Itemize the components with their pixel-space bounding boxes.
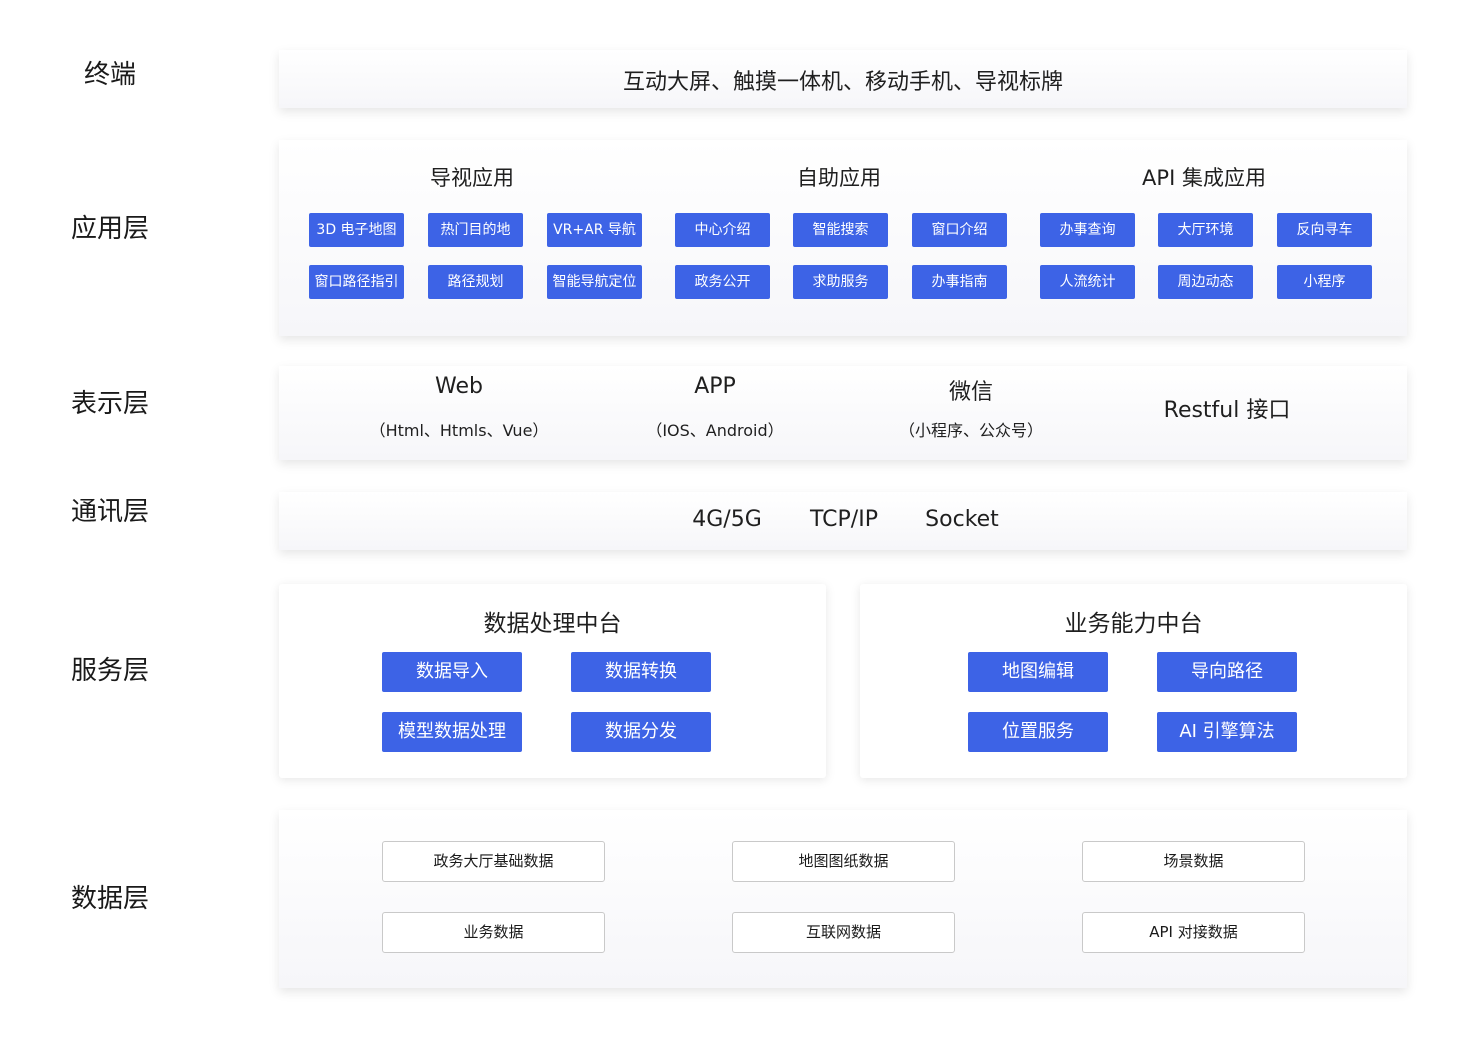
data-item-map-drawing[interactable]: 地图图纸数据 xyxy=(732,841,955,882)
service-btn-map-edit[interactable]: 地图编辑 xyxy=(968,652,1108,692)
comm-tcpip: TCP/IP xyxy=(810,507,878,532)
data-item-business[interactable]: 业务数据 xyxy=(382,912,605,953)
app-btn-hot-destination[interactable]: 热门目的地 xyxy=(428,213,523,247)
service-business-title: 业务能力中台 xyxy=(1064,611,1203,637)
service-btn-model-processing[interactable]: 模型数据处理 xyxy=(382,712,522,752)
app-btn-help-service[interactable]: 求助服务 xyxy=(793,265,888,299)
layer-label-data: 数据层 xyxy=(70,884,149,914)
app-group-title-selfservice: 自助应用 xyxy=(797,166,881,190)
data-item-hall-basic[interactable]: 政务大厅基础数据 xyxy=(382,841,605,882)
presentation-restful: Restful 接口 xyxy=(1163,398,1291,423)
communication-panel: 4G/5G TCP/IP Socket xyxy=(279,492,1407,550)
app-btn-route-plan[interactable]: 路径规划 xyxy=(428,265,523,299)
layer-label-application: 应用层 xyxy=(70,214,149,244)
app-btn-reverse-car[interactable]: 反向寻车 xyxy=(1277,213,1372,247)
data-item-api[interactable]: API 对接数据 xyxy=(1082,912,1305,953)
presentation-web-sub: （Html、Htmls、Vue） xyxy=(369,421,549,440)
comm-4g5g: 4G/5G xyxy=(692,507,762,532)
app-btn-vr-ar-nav[interactable]: VR+AR 导航 xyxy=(547,213,642,247)
comm-socket: Socket xyxy=(925,507,999,532)
app-btn-smart-search[interactable]: 智能搜索 xyxy=(793,213,888,247)
data-item-scene[interactable]: 场景数据 xyxy=(1082,841,1305,882)
app-btn-smart-locate[interactable]: 智能导航定位 xyxy=(547,265,642,299)
app-btn-affairs-query[interactable]: 办事查询 xyxy=(1040,213,1135,247)
service-btn-data-convert[interactable]: 数据转换 xyxy=(571,652,711,692)
service-btn-ai-engine[interactable]: AI 引擎算法 xyxy=(1157,712,1297,752)
service-btn-data-import[interactable]: 数据导入 xyxy=(382,652,522,692)
app-btn-hall-env[interactable]: 大厅环境 xyxy=(1158,213,1253,247)
app-btn-affairs-guide[interactable]: 办事指南 xyxy=(912,265,1007,299)
service-business-panel: 业务能力中台 地图编辑 导向路径 位置服务 AI 引擎算法 xyxy=(860,584,1407,778)
app-btn-center-intro[interactable]: 中心介绍 xyxy=(675,213,770,247)
presentation-app-sub: （IOS、Android） xyxy=(646,421,784,440)
app-btn-window-path[interactable]: 窗口路径指引 xyxy=(309,265,404,299)
app-btn-people-flow[interactable]: 人流统计 xyxy=(1040,265,1135,299)
presentation-wechat-sub: （小程序、公众号） xyxy=(898,421,1043,440)
app-btn-3d-map[interactable]: 3D 电子地图 xyxy=(309,213,404,247)
terminal-devices: 互动大屏、触摸一体机、移动手机、导视标牌 xyxy=(622,70,1063,95)
service-btn-location[interactable]: 位置服务 xyxy=(968,712,1108,752)
application-panel: 导视应用 自助应用 API 集成应用 3D 电子地图 热门目的地 VR+AR 导… xyxy=(279,140,1407,336)
app-btn-mini-program[interactable]: 小程序 xyxy=(1277,265,1372,299)
app-group-title-api: API 集成应用 xyxy=(1142,166,1266,190)
layer-label-service: 服务层 xyxy=(70,656,149,686)
service-data-processing-title: 数据处理中台 xyxy=(483,611,622,637)
service-btn-data-distribute[interactable]: 数据分发 xyxy=(571,712,711,752)
presentation-web-title: Web xyxy=(435,374,483,399)
app-btn-nearby[interactable]: 周边动态 xyxy=(1158,265,1253,299)
service-btn-guide-route[interactable]: 导向路径 xyxy=(1157,652,1297,692)
data-item-internet[interactable]: 互联网数据 xyxy=(732,912,955,953)
terminal-panel: 互动大屏、触摸一体机、移动手机、导视标牌 xyxy=(279,50,1407,108)
layer-label-communication: 通讯层 xyxy=(70,497,149,527)
data-panel: 政务大厅基础数据 地图图纸数据 场景数据 业务数据 互联网数据 API 对接数据 xyxy=(279,810,1407,988)
layer-label-presentation: 表示层 xyxy=(70,389,149,419)
service-data-processing-panel: 数据处理中台 数据导入 数据转换 模型数据处理 数据分发 xyxy=(279,584,826,778)
app-btn-gov-public[interactable]: 政务公开 xyxy=(675,265,770,299)
presentation-wechat-title: 微信 xyxy=(948,380,993,405)
app-group-title-guide: 导视应用 xyxy=(430,166,514,190)
app-btn-window-intro[interactable]: 窗口介绍 xyxy=(912,213,1007,247)
presentation-app-title: APP xyxy=(694,374,736,399)
presentation-panel: Web （Html、Htmls、Vue） APP （IOS、Android） 微… xyxy=(279,366,1407,460)
layer-label-terminal: 终端 xyxy=(83,60,136,90)
